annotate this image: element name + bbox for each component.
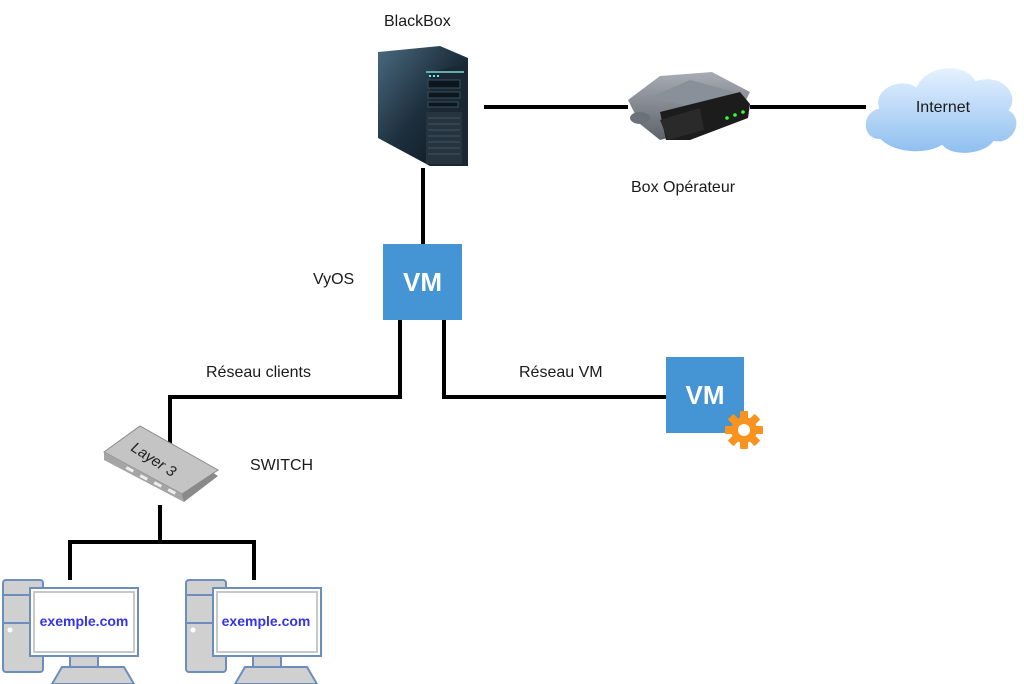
router-icon[interactable] — [628, 72, 750, 140]
service-vm-badge: VM — [686, 380, 725, 410]
vyos-vm-icon[interactable]: VM — [383, 244, 462, 320]
vyos-label: VyOS — [313, 271, 355, 288]
desktop-computer-icon[interactable]: exemple.com — [2, 579, 139, 684]
link-reseau-clients — [168, 320, 402, 446]
vyos-vm-badge: VM — [403, 267, 442, 297]
link-switch-pcs — [68, 540, 256, 580]
box-operateur-label: Box Opérateur — [631, 179, 736, 196]
cloud-icon[interactable]: Internet — [863, 66, 1019, 155]
gear-icon — [725, 411, 763, 449]
links — [68, 105, 866, 580]
switch-label: SWITCH — [250, 457, 314, 474]
link-reseau-vm — [442, 320, 666, 399]
vm-gear-icon[interactable]: VM — [666, 357, 763, 449]
desktop-computer-icon[interactable]: exemple.com — [185, 579, 322, 684]
reseau-clients-label: Réseau clients — [206, 364, 311, 381]
reseau-vm-label: Réseau VM — [519, 364, 603, 381]
client2-screen-text: exemple.com — [222, 613, 311, 629]
internet-label: Internet — [916, 99, 971, 116]
switch-icon[interactable]: Layer 3 — [103, 425, 219, 502]
client1-screen-text: exemple.com — [40, 613, 129, 629]
blackbox-label: BlackBox — [384, 13, 451, 30]
server-tower-icon[interactable] — [378, 46, 468, 166]
